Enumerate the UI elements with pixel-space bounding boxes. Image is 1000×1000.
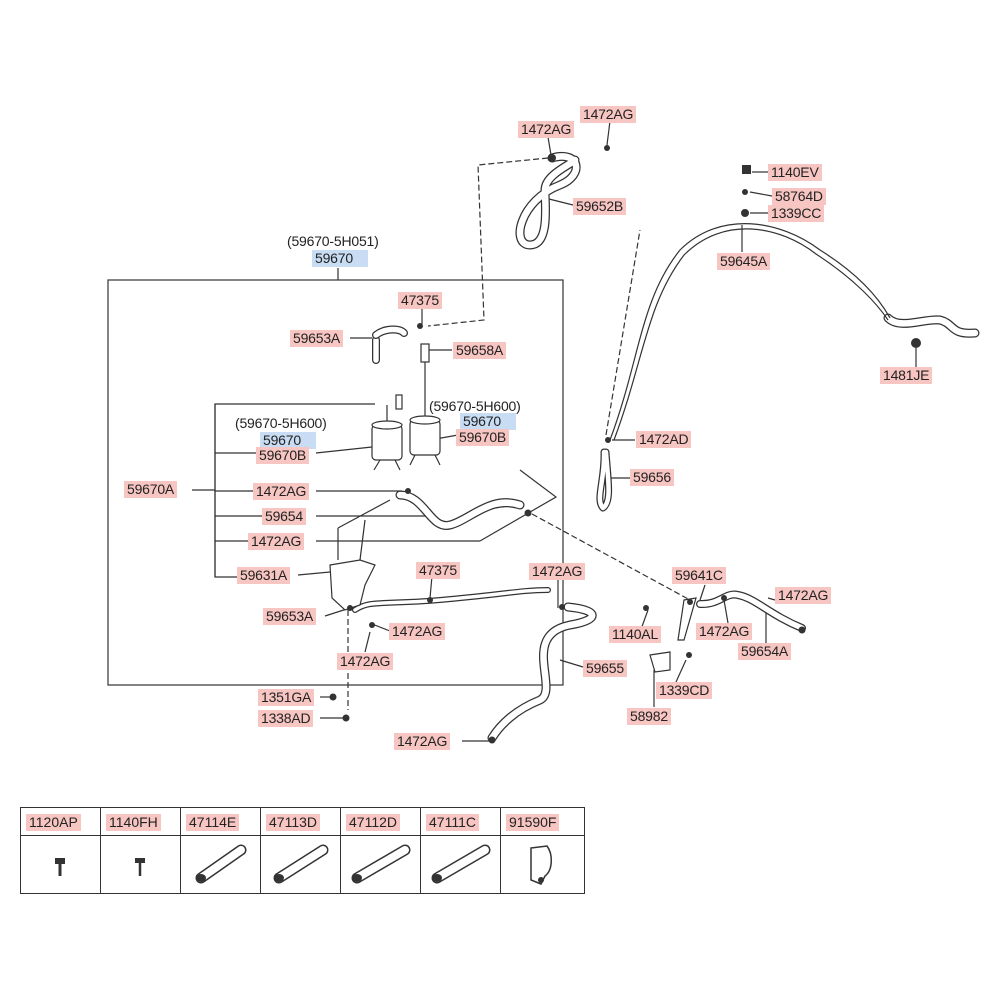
hose-icon: [195, 844, 247, 884]
part-label-59631A[interactable]: 59631A: [237, 567, 291, 584]
part-label-1140AL[interactable]: 1140AL: [609, 626, 662, 643]
part-label-59670B-left[interactable]: 59670B: [256, 447, 310, 464]
hose-icon: [431, 844, 491, 884]
legend-header-6: 47111C: [421, 808, 501, 836]
part-label-59656[interactable]: 59656: [630, 469, 674, 486]
clip-icon: [530, 845, 552, 885]
part-label-1472AG-low1[interactable]: 1472AG: [389, 623, 446, 640]
legend-code[interactable]: 1120AP: [26, 814, 81, 831]
part-label-59653A-top[interactable]: 59653A: [290, 330, 344, 347]
legend-code[interactable]: 1140FH: [106, 814, 161, 831]
assembly-code-right[interactable]: 59670: [460, 413, 516, 430]
part-label-59655[interactable]: 59655: [583, 660, 627, 677]
part-label-58982[interactable]: 58982: [627, 708, 671, 725]
legend-header-1: 1120AP: [21, 808, 101, 836]
assembly-frame: [107, 279, 564, 686]
legend-cell-2: [101, 836, 181, 893]
legend-cell-1: [21, 836, 101, 893]
part-label-59658A[interactable]: 59658A: [453, 342, 507, 359]
part-label-1339CD[interactable]: 1339CD: [656, 682, 713, 699]
assembly-code-main[interactable]: 59670: [312, 250, 368, 267]
legend-cell-5: [341, 836, 421, 893]
legend-code[interactable]: 47112D: [346, 814, 401, 831]
assembly-ref-left: (59670-5H600): [235, 415, 327, 431]
part-label-1338AD[interactable]: 1338AD: [258, 710, 314, 727]
bracket-58982: [649, 651, 671, 673]
legend-header-5: 47112D: [341, 808, 421, 836]
legend-header-2: 1140FH: [101, 808, 181, 836]
part-label-47375-top[interactable]: 47375: [398, 292, 442, 309]
legend-code[interactable]: 47111C: [426, 814, 479, 831]
hose-icon: [351, 844, 411, 884]
bracket-59631A: [329, 559, 376, 611]
part-label-1481JE[interactable]: 1481JE: [880, 367, 933, 384]
legend-header-3: 47114E: [181, 808, 261, 836]
legend-cell-4: [261, 836, 341, 893]
part-label-1472AG-right2[interactable]: 1472AG: [696, 623, 753, 640]
part-label-1472AG-top-left[interactable]: 1472AG: [518, 121, 575, 138]
part-label-1472AG-box2[interactable]: 1472AG: [248, 533, 305, 550]
part-label-1472AG-bottom[interactable]: 1472AG: [394, 733, 451, 750]
part-label-59670B-right[interactable]: 59670B: [456, 429, 510, 446]
part-label-1472AD[interactable]: 1472AD: [636, 431, 692, 448]
part-label-59670A[interactable]: 59670A: [124, 481, 178, 498]
assembly-code-left[interactable]: 59670: [260, 432, 316, 449]
part-label-59641C[interactable]: 59641C: [672, 567, 726, 584]
part-label-1472AG-low2[interactable]: 1472AG: [337, 653, 394, 670]
part-label-1472AG-box1[interactable]: 1472AG: [253, 483, 310, 500]
part-label-1140EV[interactable]: 1140EV: [768, 164, 822, 181]
part-label-59645A[interactable]: 59645A: [717, 253, 771, 270]
part-label-1351GA[interactable]: 1351GA: [258, 689, 315, 706]
assembly-ref-right: (59670-5H600): [429, 398, 521, 414]
hose-icon: [273, 844, 329, 884]
canister-left: [371, 424, 403, 461]
common-parts-legend: 1120AP 1140FH 47114E 47113D 47112D 47111…: [20, 807, 585, 894]
legend-code[interactable]: 47113D: [266, 814, 321, 831]
part-label-59652B[interactable]: 59652B: [573, 198, 627, 215]
part-label-58764D[interactable]: 58764D: [772, 188, 826, 205]
part-label-1472AG-right1[interactable]: 1472AG: [775, 587, 832, 604]
legend-cell-6: [421, 836, 501, 893]
bolt-icon: [55, 858, 65, 876]
assembly-ref-main: (59670-5H051): [287, 233, 379, 249]
part-label-59654A[interactable]: 59654A: [738, 643, 792, 660]
legend-header-7: 91590F: [501, 808, 584, 836]
legend-header-4: 47113D: [261, 808, 341, 836]
canister-right: [409, 419, 441, 456]
legend-code[interactable]: 47114E: [186, 814, 240, 831]
screw-icon: [135, 858, 145, 876]
part-label-1339CC[interactable]: 1339CC: [768, 205, 825, 222]
legend-cell-7: [501, 836, 584, 893]
part-label-1472AG-top-right[interactable]: 1472AG: [580, 106, 637, 123]
legend-code[interactable]: 91590F: [506, 814, 560, 831]
part-label-59653A-mid[interactable]: 59653A: [263, 608, 317, 625]
legend-cell-3: [181, 836, 261, 893]
part-label-59654[interactable]: 59654: [262, 508, 306, 525]
part-label-1472AG-mid[interactable]: 1472AG: [529, 563, 586, 580]
part-label-47375-mid[interactable]: 47375: [416, 562, 460, 579]
